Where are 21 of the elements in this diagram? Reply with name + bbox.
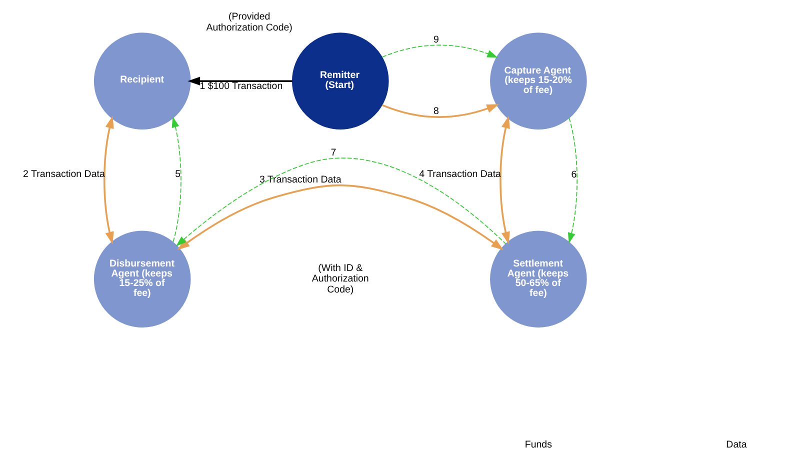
edge-label: 7 [330, 147, 336, 158]
arrow [175, 158, 506, 246]
arrow [381, 104, 499, 118]
arrow [567, 118, 577, 244]
edge-label: 5 [174, 169, 180, 180]
arrow [103, 116, 114, 244]
node-circle: Remitter (Start) [291, 32, 388, 130]
label: (With ID & Authorization Code) [311, 262, 368, 296]
edge-label: 6 [570, 169, 576, 180]
arrow [176, 184, 504, 250]
edge-label: 8 [432, 106, 438, 118]
edge-label: 1 $100 Transaction [199, 80, 282, 92]
legend-label: Funds [524, 440, 552, 451]
edge-label: 9 [432, 34, 438, 46]
arrow [499, 116, 510, 244]
edge-label: 3 Transaction Data [258, 174, 341, 186]
arrow [381, 44, 498, 58]
node-label: (Provided Authorization Code) [206, 12, 292, 34]
arrow [171, 116, 181, 243]
legend-label: Data [726, 440, 746, 451]
arrow [187, 76, 292, 86]
